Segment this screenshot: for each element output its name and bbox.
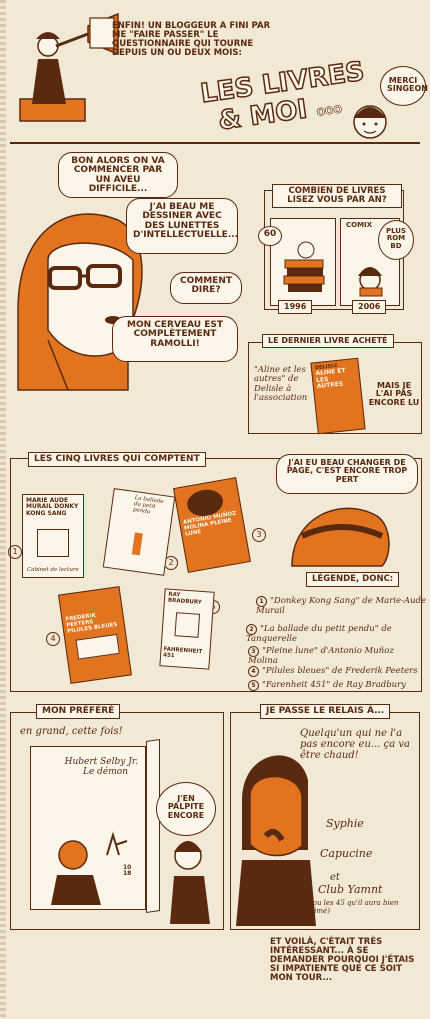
header-divider [10,142,420,144]
legend-item-text: "Farenheit 451" de Ray Bradbury [262,680,406,690]
favorite-book-spine [146,739,160,913]
favorite-book-cover: Hubert Selby Jr. Le démon 10 18 [30,746,146,910]
last-bought-title: LE DERNIER LIVRE ACHETÉ [262,334,394,349]
legend-item: 3"Pleine lune" d'Antonio Muñoz Molina [248,646,420,666]
relay-and: et [330,872,340,883]
footer-text: ET VOILÀ, C'ÉTAIT TRÈS INTÉRESSANT... À … [270,937,415,983]
favorite-caption: en grand, cette fois! [20,726,123,737]
book-3-title: ANTONIO MUÑOZ MOLINA PLEINE LUNE [182,510,237,538]
relay-note: (ou les 45 qu'il aura bien aimé) [310,899,399,915]
favorite-title: MON PRÉFÉRÉ [36,704,121,720]
favorite-book-art [51,831,128,905]
favorite-bubble: J'EN PALPITE ENCORE [156,782,216,836]
speech-bubble-4: MON CERVEAU EST COMPLÈTEMENT RAMOLLI! [112,316,238,362]
five-books-panel [10,458,422,692]
legend-item: 5"Farenheit 451" de Ray Bradbury [248,680,420,691]
speech-bubble-3: COMMENT DIRE? [170,272,242,304]
book-4-art [75,633,120,660]
reader-2006 [358,267,383,297]
how-many-title: COMBIEN DE LIVRES LISEZ VOUS PAR AN? [272,184,402,208]
reader-girl-drawing [170,841,210,924]
favorite-book-author: Hubert Selby Jr. [64,757,138,767]
legend-item-text: "Pilules bleues" de Frederik Peeters [262,666,418,676]
book-1-cover: Marie Aude Murail DONKY KONG SANG Cabine… [22,494,84,578]
comix-label: COMIX [346,221,373,229]
intro-text: ENFIN! UN BLOGGEUR A FINI PAR ME "FAIRE … [112,21,271,58]
aline-book-title: ALINE ET LES AUTRES [315,367,346,390]
book-5-author: RAY BRADBURY [167,591,202,606]
glasses-girl-drawing [17,213,143,391]
trumpet-girl-drawing [19,12,119,122]
favorite-book-edge: 10 18 [123,864,132,878]
hidden-face-drawing [291,507,390,567]
legend-item-number: 4 [248,666,259,677]
legend-item-text: "Pleine lune" d'Antonio Muñoz Molina [248,646,394,666]
count-2006: PLUS ROM BD [378,220,414,260]
legend-title: LÉGENDE, DONC: [306,572,400,587]
book-number-4: 4 [46,632,60,646]
book-number-3: 3 [252,528,266,542]
year-1996: 1996 [278,300,313,315]
legend-item-text: "La ballade du petit pendu" de Tanquerel… [246,624,392,644]
legend-item: 1"Donkey Kong Sang" de Marie-Aude Murail [256,596,428,616]
legend-item: 2"La ballade du petit pendu" de Tanquere… [246,624,418,644]
book-number-1: 1 [8,545,22,559]
five-books-bubble: J'AI EU BEAU CHANGER DE PAGE, C'EST ENCO… [276,454,418,494]
book-4-cover: FREDERIK PEETERS PILULES BLEUES [58,586,132,684]
legend-item: 4"Pilules bleues" de Frederik Peeters [248,666,420,677]
last-bought-caption: "Aline et les autres" de Delisle à l'ass… [254,365,308,404]
book-5-art [174,612,201,638]
thanks-bubble: MERCI SINGEON [380,66,428,106]
legend-item-text: "Donkey Kong Sang" de Marie-Aude Murail [256,596,426,616]
title-dots: ooo [315,104,343,119]
relay-name-2: Capucine [320,847,373,860]
book-4-title: FREDERIK PEETERS PILULES BLEUES [65,612,118,635]
thinking-girl-drawing [236,755,316,926]
relay-caption: Quelqu'un qui ne l'a pas encore eu... ça… [300,728,410,761]
book-1-illustration [37,529,69,557]
relay-name-3: Club Yamnt [318,883,383,896]
favorite-book-title: Le démon [83,766,128,777]
speech-bubble-2: J'AI BEAU ME DESSINER AVEC DES LUNETTES … [126,198,238,254]
book-2-title: La ballade du petit pendu [132,495,164,516]
relay-name-1: Syphie [326,817,364,830]
face-drawing [353,105,387,139]
speech-bubble-1: BON ALORS ON VA COMMENCER PAR UN AVEU DI… [58,152,178,198]
last-bought-aside: MAIS JE L'AI PAS ENCORE LU [368,381,420,407]
book-5-cover: RAY BRADBURY FAHRENHEIT 451 [159,588,215,670]
count-1996: 60 [258,226,282,246]
book-5-title: FAHRENHEIT 451 [162,646,203,660]
aline-book-cover: DELISLE ALINE ET LES AUTRES [310,357,366,435]
relay-title: JE PASSE LE RELAIS À... [260,704,391,720]
five-books-title: LES CINQ LIVRES QUI COMPTENT [28,452,206,468]
book-1-title: Marie Aude Murail DONKY KONG SANG [26,497,79,517]
notebook-spine [0,0,6,1019]
legend-item-number: 5 [248,680,259,691]
book-stack-1996 [283,241,325,292]
book-2-figure [131,532,143,556]
book-1-footer: Cabinet de lecture [27,566,79,573]
book-2-cover: La ballade du petit pendu [102,488,176,576]
year-2006: 2006 [352,300,387,315]
